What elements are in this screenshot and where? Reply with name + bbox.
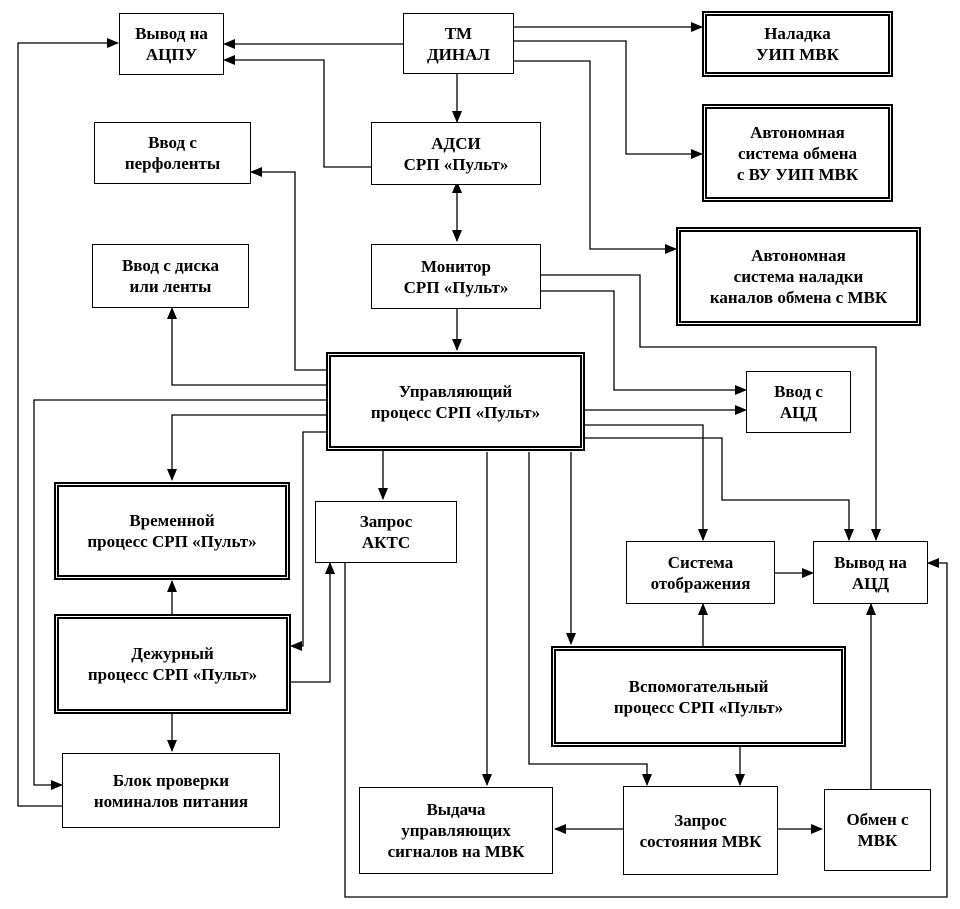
arrow-adsi-to-atspu [223, 55, 371, 168]
arrow-blok-to-atspu [17, 38, 119, 807]
arrow-upr-to-otobr [585, 424, 708, 541]
arrow-upr-to-perfolenta [250, 167, 326, 371]
arrow-monitor-to-vyvod-atsd [541, 274, 881, 541]
arrow-tm-to-avt-obmen [514, 40, 703, 159]
arrow-upr-to-zapros-mvk [528, 452, 652, 786]
arrow-upr-to-disk [167, 307, 326, 386]
arrow-upr-to-vrem [167, 414, 326, 481]
arrow-tm-to-avt-naladka [514, 60, 677, 254]
arrow-akts-to-vyvod-atsd [344, 558, 948, 898]
arrow-dezh-to-akts [291, 562, 335, 683]
arrow-upr-to-vyvod-atsd [585, 437, 854, 541]
arrow-upr-to-blok [33, 399, 326, 790]
arrow-monitor-to-vvod-atsd [541, 290, 747, 395]
arrow-upr-to-dezh [290, 431, 326, 651]
